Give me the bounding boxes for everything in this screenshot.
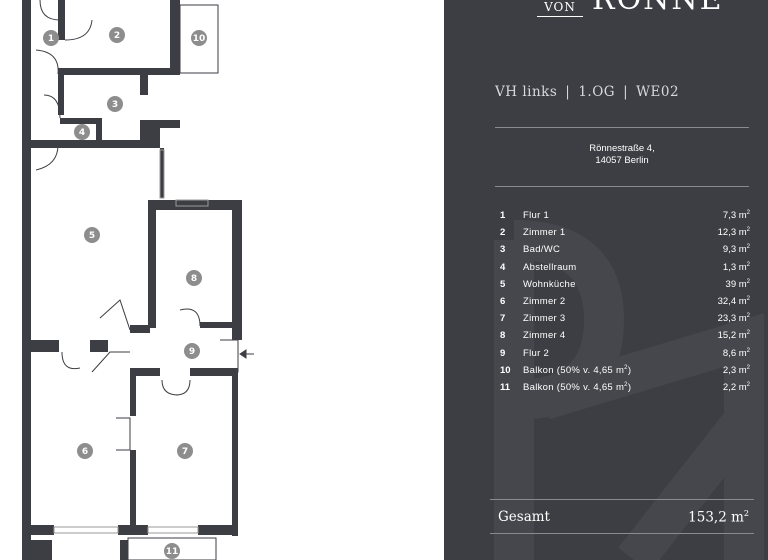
room-marker-5: 5 (89, 231, 95, 241)
total-label: Gesamt (498, 509, 550, 525)
room-row-4: 4 Abstellraum 1,3 m2 (500, 260, 750, 277)
divider (490, 533, 754, 534)
address: Rönnestraße 4, 14057 Berlin (495, 143, 749, 167)
room-number: 7 (500, 313, 506, 325)
room-name: Abstellraum (523, 261, 577, 273)
room-number: 2 (500, 227, 506, 239)
room-number: 5 (500, 278, 506, 290)
room-row-11: 11 Balkon (50% v. 4,65 m2) 2,2 m2 (500, 380, 750, 397)
room-area: 23,3 m2 (717, 313, 750, 325)
brand-name: RÖNNE (592, 0, 724, 17)
unit-floor: 1.OG (578, 84, 616, 100)
unit-separator: | (565, 84, 571, 100)
unit-info: VH links | 1.OG | WE02 (495, 84, 755, 100)
address-line-2: 14057 Berlin (595, 155, 649, 166)
room-area: 2,3 m2 (722, 364, 750, 376)
divider (490, 499, 754, 500)
room-row-7: 7 Zimmer 3 23,3 m2 (500, 311, 750, 328)
room-name: Flur 2 (523, 347, 550, 359)
room-row-6: 6 Zimmer 2 32,4 m2 (500, 294, 750, 311)
room-row-2: 2 Zimmer 1 12,3 m2 (500, 225, 750, 242)
room-number: 11 (500, 381, 511, 393)
brand-logo: VON RÖNNE (537, 0, 737, 30)
room-number: 4 (500, 261, 506, 273)
room-number: 9 (500, 347, 506, 359)
room-number: 10 (500, 364, 511, 376)
room-area: 1,3 m2 (722, 261, 750, 273)
room-number: 1 (500, 210, 506, 221)
room-marker-10: 10 (193, 34, 206, 44)
room-area: 9,3 m2 (722, 244, 750, 256)
monogram-watermark-icon (494, 220, 764, 560)
room-marker-11: 11 (166, 547, 179, 557)
room-row-9: 9 Flur 2 8,6 m2 (500, 346, 750, 363)
room-number: 3 (500, 244, 506, 256)
unit-building: VH links (495, 84, 558, 100)
divider (495, 186, 749, 187)
room-area: 2,2 m2 (722, 381, 750, 394)
brand-prefix: VON (537, 0, 583, 17)
room-name: Zimmer 2 (523, 295, 566, 307)
room-markers (43, 27, 207, 559)
room-name: Zimmer 1 (523, 227, 566, 239)
total-area: 153,2 m2 (688, 509, 749, 526)
room-area: 8,6 m2 (722, 347, 750, 359)
room-marker-7: 7 (182, 447, 188, 457)
unit-separator: | (623, 84, 629, 100)
room-area: 32,4 m2 (717, 295, 750, 308)
floor-plan: 1 2 10 3 4 5 8 9 6 7 11 (22, 0, 254, 560)
room-row-10: 10 Balkon (50% v. 4,65 m2) 2,3 m2 (500, 363, 750, 380)
room-marker-2: 2 (114, 31, 120, 41)
room-row-3: 3 Bad/WC 9,3 m2 (500, 242, 750, 259)
divider (495, 127, 749, 128)
room-area: 39 m2 (725, 278, 750, 290)
room-number: 8 (500, 330, 506, 342)
address-line-1: Rönnestraße 4, (589, 143, 655, 154)
room-name: Flur 1 (523, 210, 550, 221)
room-name: Balkon (50% v. 4,65 m2) (523, 364, 632, 376)
info-panel: VON RÖNNE VH links | 1.OG | WE02 Rönnestraße… (444, 0, 768, 560)
room-area: 12,3 m2 (717, 227, 750, 239)
room-marker-9: 9 (189, 347, 195, 357)
room-name: Zimmer 4 (523, 330, 566, 342)
room-row-5: 5 Wohnküche 39 m2 (500, 277, 750, 294)
room-area: 7,3 m2 (722, 210, 750, 222)
room-marker-6: 6 (82, 447, 88, 457)
unit-apartment: WE02 (636, 84, 680, 100)
room-name: Balkon (50% v. 4,65 m2) (523, 381, 632, 394)
room-row-8: 8 Zimmer 4 15,2 m2 (500, 328, 750, 345)
room-marker-8: 8 (191, 274, 197, 284)
room-area: 15,2 m2 (717, 330, 750, 342)
room-marker-4: 4 (79, 128, 85, 138)
room-name: Zimmer 3 (523, 313, 566, 325)
floor-plan-drawing: 1 2 10 3 4 5 8 9 6 7 11 (22, 0, 254, 560)
room-name: Wohnküche (523, 278, 576, 290)
room-list: 1 Flur 1 7,3 m2 2 Zimmer 1 12,3 m2 3 Bad… (500, 208, 750, 397)
room-marker-3: 3 (112, 100, 118, 110)
room-marker-1: 1 (48, 34, 54, 44)
room-row-1: 1 Flur 1 7,3 m2 (500, 208, 750, 225)
room-number: 6 (500, 295, 506, 307)
room-name: Bad/WC (523, 244, 561, 256)
